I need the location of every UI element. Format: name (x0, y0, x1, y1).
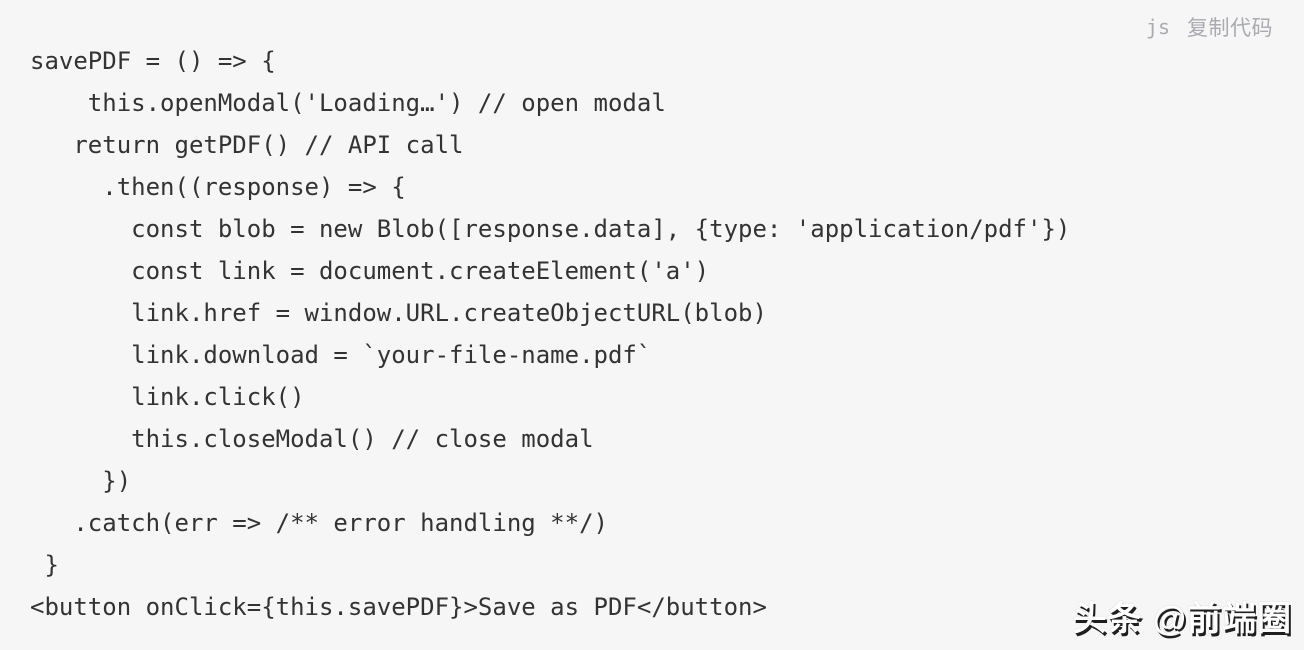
code-header: js 复制代码 (1146, 12, 1273, 42)
code-content: savePDF = () => { this.openModal('Loadin… (30, 47, 1071, 621)
copy-code-button[interactable]: 复制代码 (1187, 12, 1273, 42)
watermark-text: 头条 @前端圈 (1072, 600, 1292, 638)
language-label: js (1145, 15, 1170, 39)
